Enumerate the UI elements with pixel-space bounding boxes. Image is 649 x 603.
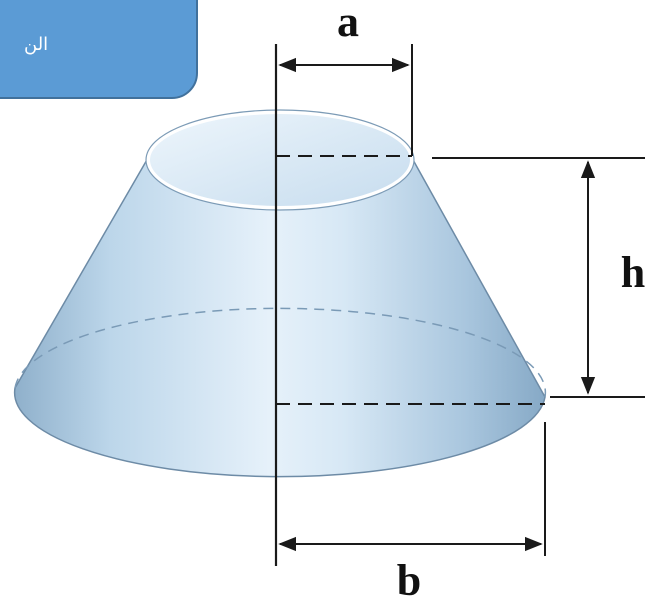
base-hidden-edge bbox=[14, 307, 547, 398]
label-b: b bbox=[397, 556, 421, 603]
title-banner: الن bbox=[0, 0, 198, 99]
label-h: h bbox=[621, 248, 645, 297]
label-a: a bbox=[337, 0, 359, 46]
title-banner-text: الن bbox=[24, 34, 49, 55]
frustum-body bbox=[13, 157, 546, 478]
top-face bbox=[146, 110, 414, 210]
